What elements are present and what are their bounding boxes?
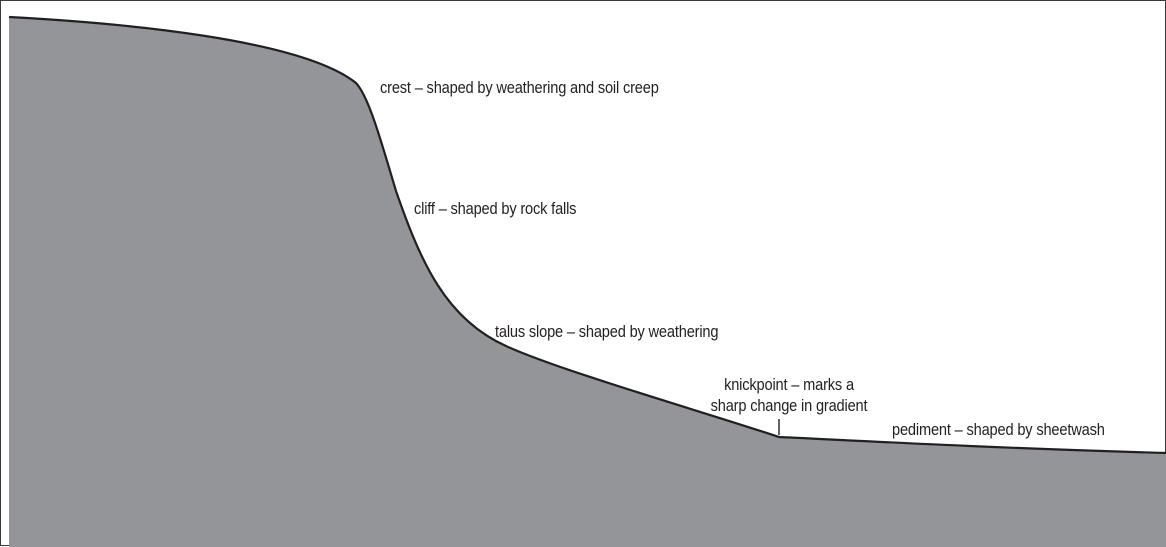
- knickpoint-label: knickpoint – marks a sharp change in gra…: [703, 374, 875, 416]
- landform-cross-section: [9, 17, 1166, 547]
- cliff-label: cliff – shaped by rock falls: [414, 199, 577, 218]
- talus-slope-label: talus slope – shaped by weathering: [495, 322, 719, 341]
- knickpoint-label-line-1: knickpoint – marks a: [724, 375, 854, 394]
- slope-profile-line: [8, 15, 1166, 455]
- crest-label: crest – shaped by weathering and soil cr…: [380, 78, 659, 97]
- pediment-label: pediment – shaped by sheetwash: [892, 420, 1105, 439]
- knickpoint-label-line-2: sharp change in gradient: [710, 396, 868, 415]
